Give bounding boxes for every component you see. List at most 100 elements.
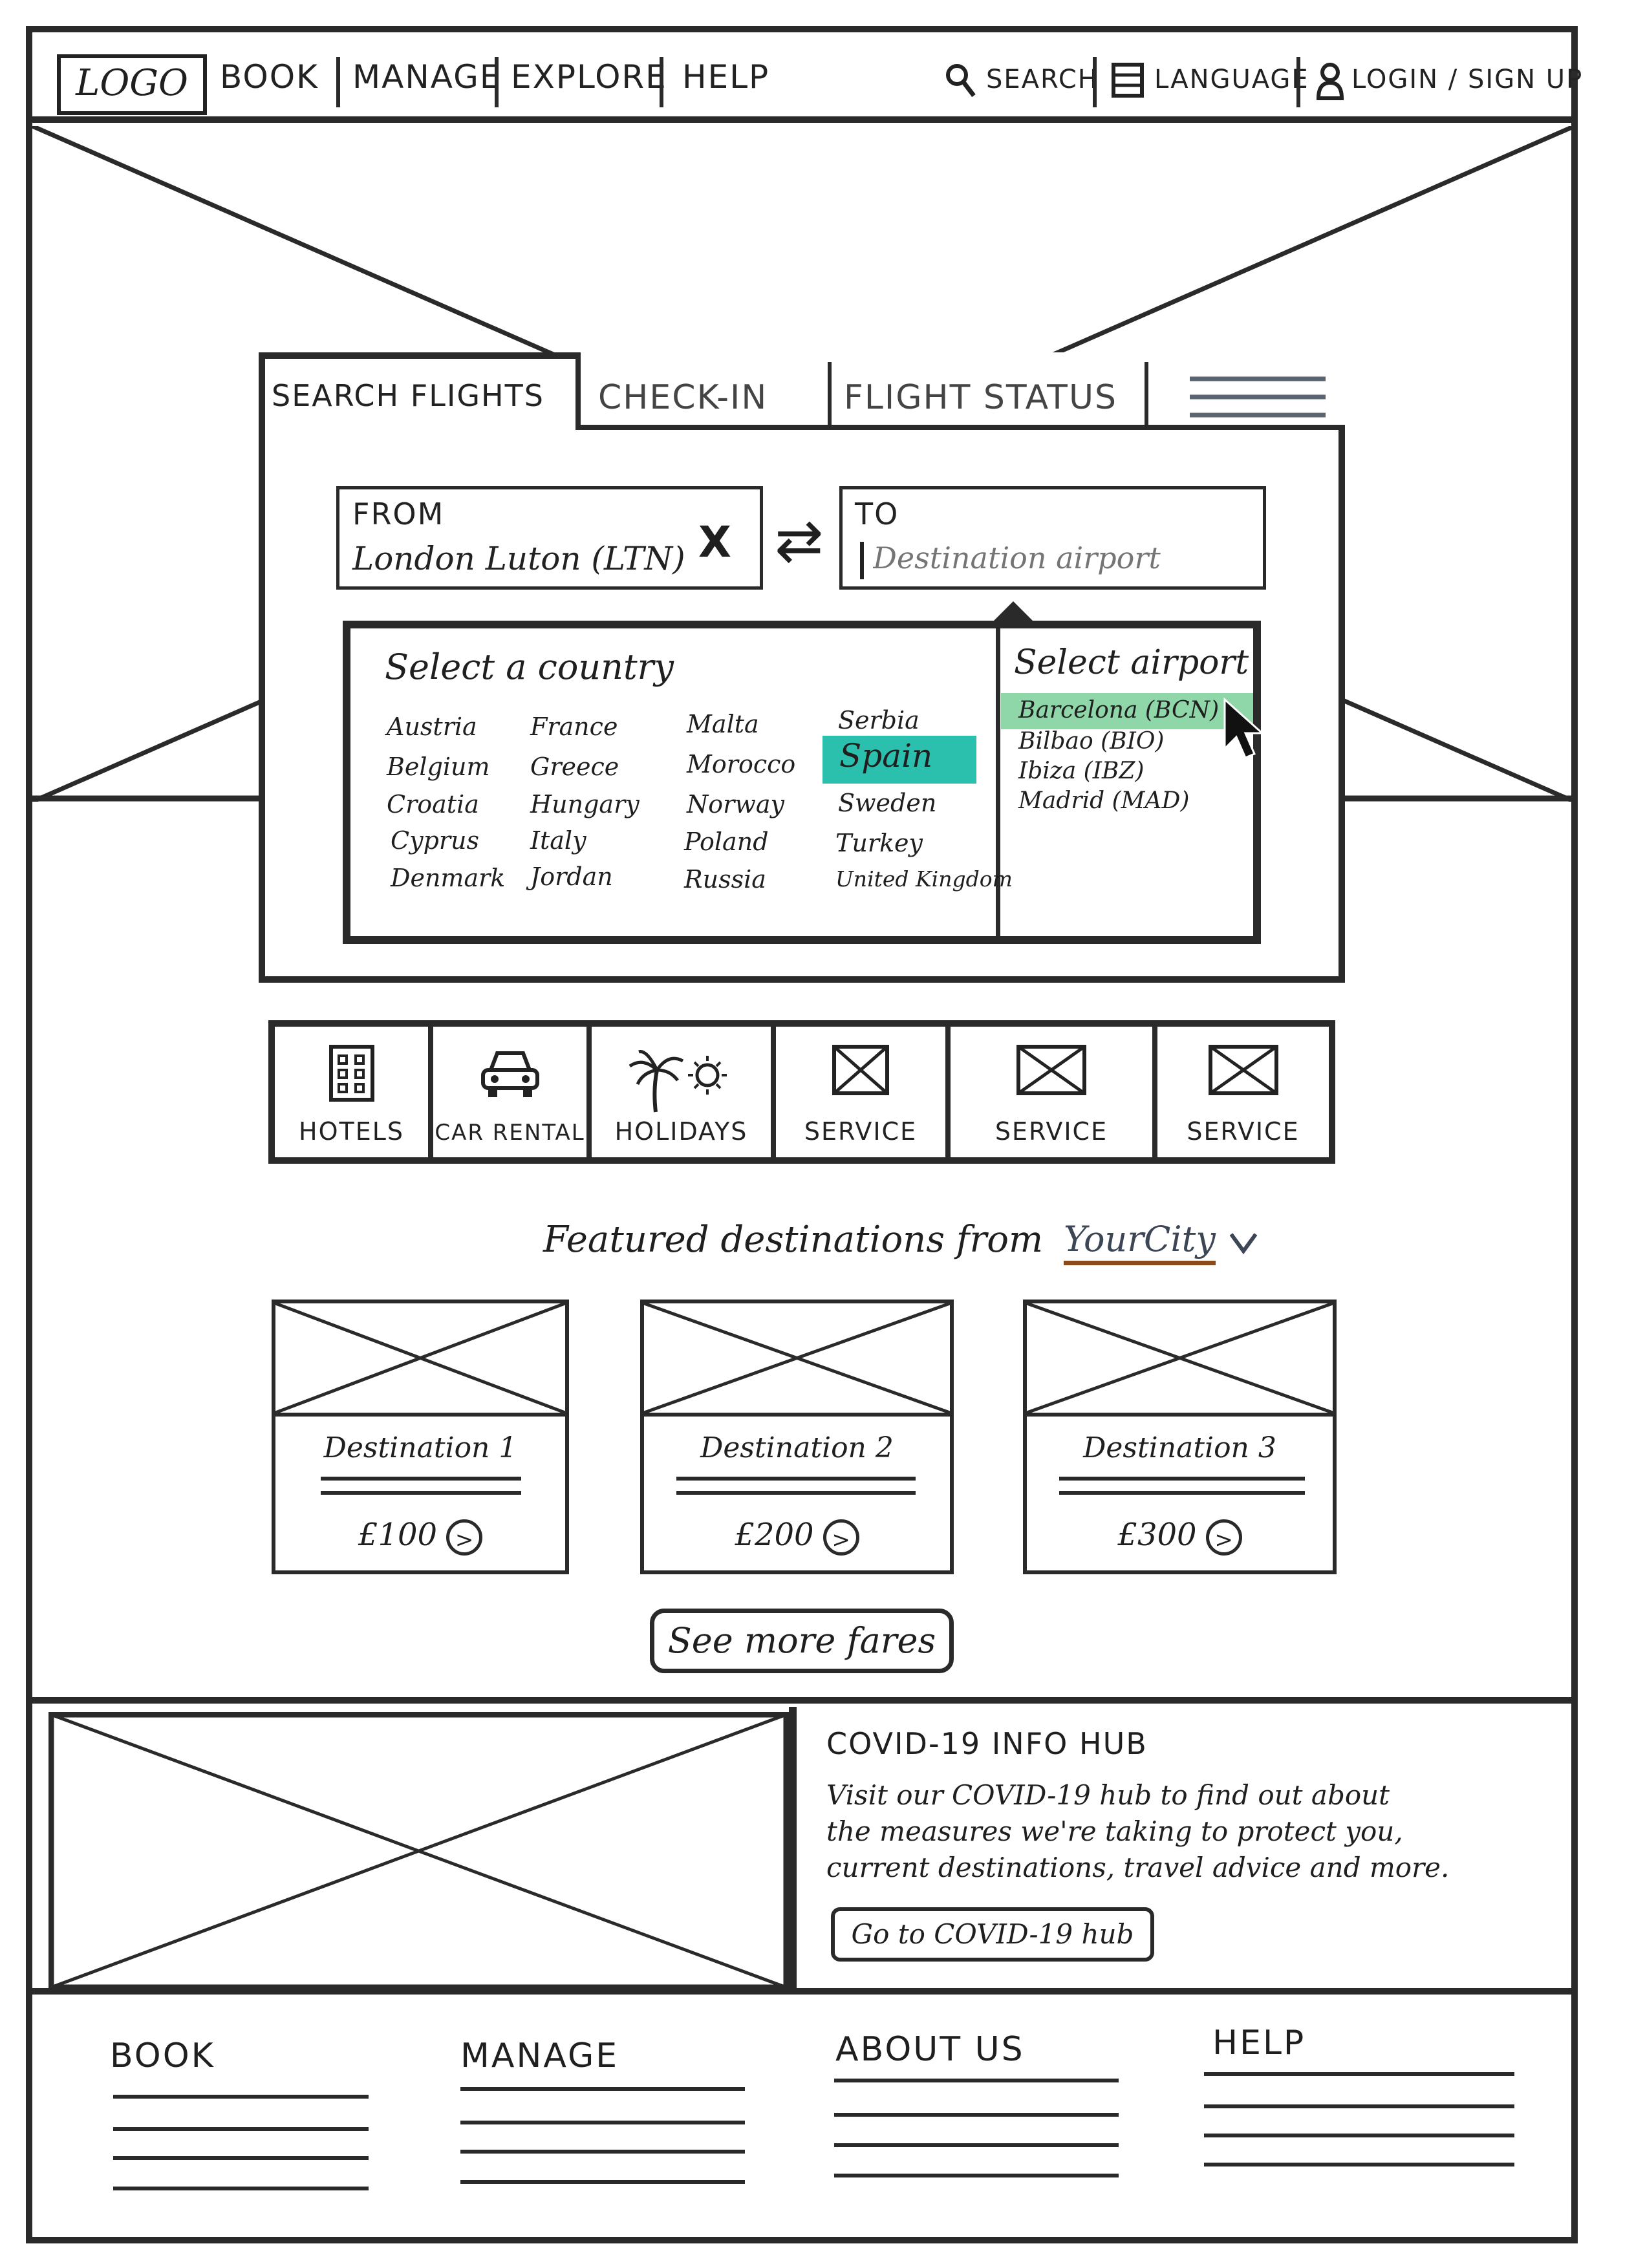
services-bar [268,1020,1335,1164]
service-label: SERVICE [995,1117,1108,1146]
search-icon[interactable] [944,62,978,103]
country-item[interactable]: Hungary [530,790,640,818]
country-item[interactable]: Morocco [687,750,796,778]
arrow-right-icon[interactable]: > [1205,1519,1242,1556]
country-item[interactable]: Jordan [530,862,613,891]
footer-heading-about: ABOUT US [835,2030,1025,2069]
service-label: CAR RENTAL [435,1120,585,1146]
footer-link-placeholder[interactable] [113,2127,369,2131]
user-icon[interactable] [1316,62,1344,103]
city-selector[interactable]: YourCity [1064,1219,1216,1265]
footer-heading-help: HELP [1212,2024,1306,2062]
airport-item[interactable]: Ibiza (IBZ) [1018,758,1145,784]
from-value[interactable]: London Luton (LTN) [352,540,685,577]
country-item[interactable]: France [530,712,618,741]
footer-link-placeholder[interactable] [1204,2163,1514,2166]
tab-flight-status[interactable]: FLIGHT STATUS [844,378,1118,417]
footer-link-placeholder[interactable] [113,2187,369,2190]
nav-book[interactable]: BOOK [220,58,319,96]
footer-link-placeholder[interactable] [1204,2104,1514,2108]
car-icon [478,1044,543,1105]
from-field[interactable] [336,486,763,590]
country-item[interactable]: Cyprus [391,826,480,855]
text-placeholder-line [1059,1491,1305,1495]
footer-link-placeholder[interactable] [834,2113,1119,2117]
destination-card[interactable]: Destination 1 £100> [272,1300,569,1574]
country-item[interactable]: Belgium [387,753,490,781]
nav-help[interactable]: HELP [682,58,770,96]
swap-button[interactable]: ⇄ [775,507,824,575]
clear-from-button[interactable]: X [698,517,731,567]
country-item[interactable]: Serbia [838,706,919,734]
footer-link-placeholder[interactable] [460,2121,745,2124]
destination-card[interactable]: Destination 3 £300> [1023,1300,1337,1574]
footer-link-placeholder[interactable] [113,2156,369,2160]
service-label: HOTELS [299,1117,404,1146]
country-item[interactable]: Greece [530,753,619,781]
language-icon[interactable] [1111,62,1145,101]
destination-image-placeholder [1027,1303,1333,1417]
nav-search[interactable]: SEARCH [986,65,1099,94]
footer-link-placeholder[interactable] [834,2174,1119,2177]
country-item[interactable]: Norway [687,790,784,818]
service-label: SERVICE [804,1117,918,1146]
footer-link-placeholder[interactable] [834,2143,1119,2147]
nav-language[interactable]: LANGUAGE [1154,65,1309,94]
text-placeholder-line [676,1477,916,1481]
to-field[interactable] [839,486,1266,590]
service-hotels[interactable]: HOTELS [275,1025,433,1157]
destination-input[interactable] [872,535,1234,581]
destination-card[interactable]: Destination 2 £200> [640,1300,954,1574]
country-item[interactable]: Turkey [835,829,923,857]
tab-search-flights[interactable]: SEARCH FLIGHTS [272,378,544,413]
destination-price: £200> [644,1517,950,1556]
footer-link-placeholder[interactable] [1204,2134,1514,2137]
service-item[interactable]: SERVICE [1157,1025,1329,1157]
price-value: £300 [1117,1517,1197,1553]
arrow-right-icon[interactable]: > [446,1519,483,1556]
country-item[interactable]: Austria [387,712,477,741]
nav-explore[interactable]: EXPLORE [511,58,667,96]
nav-manage[interactable]: MANAGE [352,58,502,96]
country-item[interactable]: Poland [684,828,769,856]
chevron-down-icon[interactable] [1229,1232,1258,1257]
service-car-rental[interactable]: CAR RENTAL [433,1025,592,1157]
text-placeholder-line [1059,1477,1305,1481]
arrow-right-icon[interactable]: > [822,1519,859,1556]
nav-divider [1093,57,1097,107]
nav-login[interactable]: LOGIN / SIGN UP [1351,65,1584,94]
footer-link-placeholder[interactable] [460,2087,745,2091]
country-item[interactable]: United Kingdom [835,866,1013,892]
footer-link-placeholder[interactable] [460,2150,745,2154]
destination-name: Destination 1 [323,1431,517,1464]
footer-link-placeholder[interactable] [1204,2072,1514,2076]
country-item[interactable]: Croatia [387,790,479,818]
logo[interactable]: LOGO [57,54,207,115]
country-item[interactable]: Malta [687,710,759,738]
covid-hub-button[interactable]: Go to COVID-19 hub [831,1907,1154,1962]
top-nav [26,26,1578,123]
footer-link-placeholder[interactable] [460,2180,745,2184]
airport-item-selected[interactable]: Barcelona (BCN) [1018,697,1220,723]
text-placeholder-line [321,1491,521,1495]
airport-item[interactable]: Bilbao (BIO) [1018,728,1165,754]
country-item[interactable]: Sweden [838,789,937,817]
service-item[interactable]: SERVICE [776,1025,951,1157]
country-item[interactable]: Denmark [391,864,506,892]
service-item[interactable]: SERVICE [951,1025,1157,1157]
tab-check-in[interactable]: CHECK-IN [598,378,768,417]
country-item-selected[interactable]: Spain [839,737,933,775]
country-title: Select a country [385,647,674,687]
footer-link-placeholder[interactable] [113,2095,369,2099]
country-item[interactable]: Italy [530,826,586,855]
service-label: SERVICE [1187,1117,1300,1146]
footer-heading-manage: MANAGE [460,2037,619,2075]
country-item[interactable]: Russia [684,865,766,893]
menu-icon[interactable] [1190,375,1326,423]
footer-link-placeholder[interactable] [834,2079,1119,2082]
airport-item[interactable]: Madrid (MAD) [1018,787,1190,814]
text-placeholder-line [321,1477,521,1481]
destination-image-placeholder [275,1303,565,1417]
service-holidays[interactable]: HOLIDAYS [592,1025,776,1157]
see-more-fares-button[interactable]: See more fares [650,1609,954,1673]
